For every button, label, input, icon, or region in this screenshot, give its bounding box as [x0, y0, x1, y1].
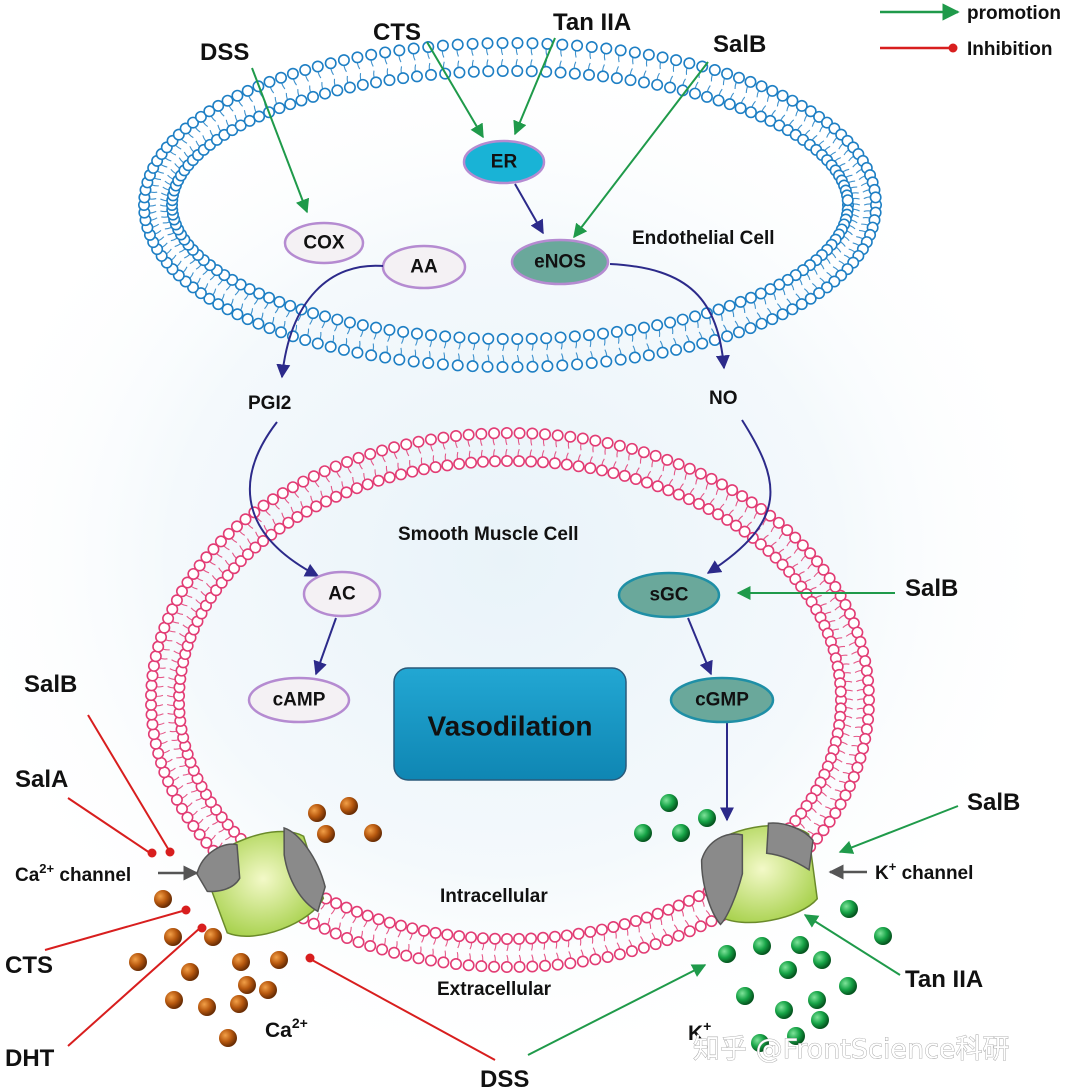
node-aa-label: AA [410, 257, 438, 278]
legend-inhibition-dot [948, 43, 958, 53]
arrow-no-to-sgc [706, 419, 772, 574]
drug-salb-right: SalB [967, 789, 1020, 816]
arrow-salb-to-enos [573, 61, 709, 239]
mediator-no: NO [709, 388, 738, 409]
arrow-taniia-to-er [513, 37, 556, 136]
arrow-dss-to-k-channel [527, 964, 707, 1056]
calcium-ion-label: Ca2+ [265, 1015, 308, 1042]
background-glow [0, 40, 1065, 1080]
inhibit-sala-ca-channel [67, 797, 151, 854]
inhibit-salb-ca-channel [87, 714, 171, 853]
inhibit-cts-ca-channel-dot [181, 905, 191, 915]
drug-cts-left: CTS [5, 952, 53, 979]
mediator-pgi2: PGI2 [248, 393, 291, 414]
arrow-ac-to-camp [313, 617, 337, 676]
vasodilation-box: Vasodilation [393, 667, 627, 781]
endothelial-cell-label: Endothelial Cell [632, 228, 775, 249]
node-cgmp: cGMP [669, 676, 775, 724]
calcium-channel [196, 826, 326, 938]
potassium-channel [700, 822, 819, 926]
arrow-dss-to-cox [251, 67, 310, 214]
node-aa: AA [381, 244, 467, 290]
node-enos: eNOS [510, 238, 610, 286]
potassium-ion-label: K+ [688, 1018, 711, 1045]
inhibit-dss-ca-channel [311, 959, 496, 1061]
arrow-cts-to-er [426, 41, 484, 139]
drug-dss-bottom: DSS [480, 1066, 529, 1091]
node-camp: cAMP [247, 676, 351, 724]
legend: promotion Inhibition [880, 3, 1061, 60]
inhibit-salb-ca-channel-dot [165, 847, 175, 857]
node-er: ER [462, 139, 546, 185]
arrow-taniia-to-k-channel [803, 914, 901, 976]
node-ac: AC [302, 570, 382, 618]
inhibit-dss-ca-channel-dot [305, 953, 315, 963]
node-sgc-label: sGC [649, 585, 688, 606]
node-cox-label: COX [303, 233, 345, 254]
node-sgc: sGC [617, 571, 721, 619]
inhibit-dht-ca-channel [67, 927, 201, 1047]
legend-promotion-label: promotion [967, 3, 1061, 24]
drug-cts-top: CTS [373, 19, 421, 46]
arrow-aa-to-pgi2 [276, 264, 384, 379]
vasodilation-label: Vasodilation [428, 711, 593, 742]
calcium-channel-label: Ca2+ channel [15, 861, 131, 886]
drug-salb-left: SalB [24, 671, 77, 698]
drug-taniia-top: Tan IIA [553, 9, 631, 36]
inhibit-sala-ca-channel-dot [147, 848, 157, 858]
node-er-label: ER [491, 152, 518, 173]
drug-sala-left: SalA [15, 766, 68, 793]
intracellular-label: Intracellular [440, 886, 548, 907]
extracellular-label: Extracellular [437, 979, 552, 1000]
node-cox: COX [283, 221, 365, 265]
arrow-enos-to-no [609, 263, 730, 370]
drug-dss-top: DSS [200, 39, 249, 66]
drug-taniia-right: Tan IIA [905, 966, 983, 993]
arrow-pgi2-to-ac [249, 421, 320, 577]
potassium-channel-label: K+ channel [875, 859, 973, 884]
drug-dht-left: DHT [5, 1045, 55, 1072]
node-camp-label: cAMP [273, 690, 326, 711]
arrow-sgc-to-cgmp [687, 617, 713, 676]
drug-salb-sgc: SalB [905, 575, 958, 602]
arrow-er-to-enos [514, 183, 544, 235]
smooth-muscle-cell-label: Smooth Muscle Cell [398, 524, 579, 545]
endothelial-cell-membrane [138, 37, 882, 373]
node-enos-label: eNOS [534, 252, 586, 273]
watermark: 知乎 @FrontScience科研 [693, 1034, 1010, 1065]
inhibit-dht-ca-channel-dot [197, 923, 207, 933]
drug-salb-top: SalB [713, 31, 766, 58]
legend-inhibition-label: Inhibition [967, 39, 1052, 60]
arrow-salb-to-k-channel [838, 805, 959, 854]
inhibit-cts-ca-channel [44, 909, 187, 951]
node-ac-label: AC [328, 584, 356, 605]
node-cgmp-label: cGMP [695, 690, 749, 711]
